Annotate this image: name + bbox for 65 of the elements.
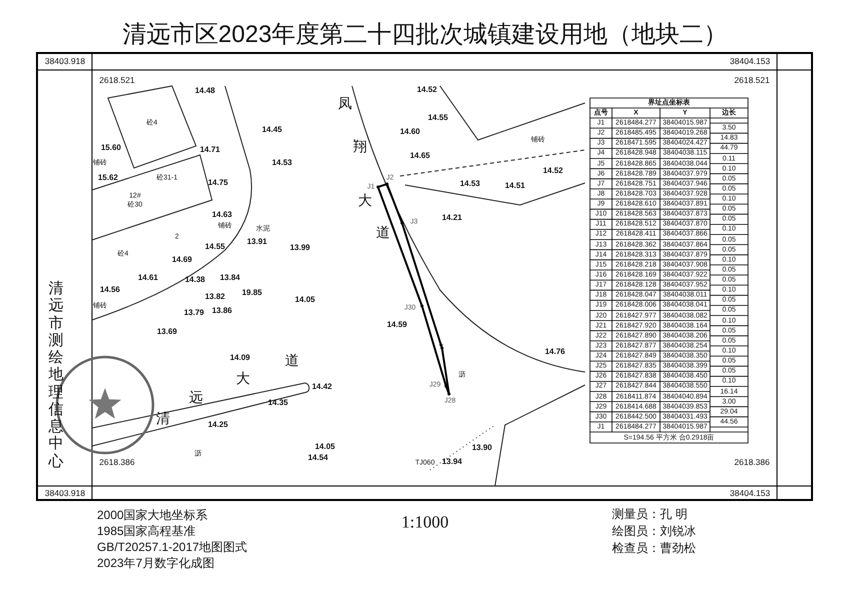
elevation-label: 19.85 (242, 289, 262, 297)
road-name-character: 大 (236, 371, 250, 385)
coordinate-label: 38403.918 (44, 488, 86, 498)
map-note: 1985国家高程基准 (97, 525, 196, 537)
elevation-label: 14.56 (100, 286, 120, 294)
elevation-label: 14.69 (172, 256, 192, 264)
elevation-label: 14.54 (308, 454, 328, 462)
elevation-label: 13.90 (472, 444, 492, 452)
elevation-label: 14.76 (544, 348, 566, 356)
elevation-label: 14.42 (312, 383, 332, 391)
elevation-label: 15.62 (98, 174, 118, 182)
road-name-character: 凤 (338, 96, 352, 110)
road-name-character: 翔 (353, 139, 367, 153)
staff-credit: 绘图员：刘锐冰 (612, 525, 696, 537)
scale-label: 1:1000 (401, 514, 449, 530)
elevation-label: 13.69 (156, 328, 178, 336)
coordinate-label: 2618.386 (99, 458, 135, 466)
elevation-label: 14.71 (200, 146, 220, 154)
elevation-label: 14.53 (272, 159, 292, 167)
elevation-label: 14.53 (460, 180, 480, 188)
elevation-label: 14.45 (262, 126, 282, 134)
coordinate-label: 2618.521 (99, 76, 135, 84)
staff-credit: 测量员：孔 明 (612, 508, 688, 520)
elevation-label: 14.35 (268, 399, 288, 407)
elevation-label: 14.51 (504, 182, 526, 190)
elevation-label: 14.61 (138, 274, 158, 282)
elevation-label: 14.60 (400, 128, 420, 136)
elevation-label: 14.05 (294, 296, 316, 304)
elevation-label: 13.84 (220, 274, 240, 282)
road-name-character: 道 (376, 225, 390, 239)
elevation-label: 15.60 (100, 144, 122, 152)
elevation-label: 14.21 (442, 214, 462, 222)
coordinate-label: 38403.918 (44, 56, 86, 66)
elevation-label: 13.94 (442, 458, 462, 466)
staff-credit: 检查员：曹劲松 (612, 542, 696, 554)
coordinate-label: 38404.153 (730, 488, 770, 498)
elevation-label: 14.52 (542, 167, 564, 175)
elevation-label: 14.59 (386, 321, 408, 329)
elevation-label: 14.38 (184, 276, 206, 284)
elevation-label: 14.55 (428, 114, 448, 122)
coordinate-label: 38404.153 (730, 56, 770, 66)
elevation-label: 14.25 (208, 421, 228, 429)
elevation-label: 13.79 (184, 309, 204, 317)
elevation-label: 14.55 (204, 243, 226, 251)
elevation-label: 13.91 (246, 238, 268, 246)
elevation-label: 14.63 (212, 211, 232, 219)
elevation-label: 13.99 (290, 244, 310, 252)
road-name-character: 大 (358, 193, 372, 207)
road-name-character: 清 (156, 411, 170, 425)
elevation-label: 14.52 (416, 86, 438, 94)
map-note: 2000国家大地坐标系 (97, 509, 208, 521)
map-note: 2023年7月数字化成图 (97, 557, 214, 569)
elevation-label: 14.48 (194, 87, 216, 95)
map-title: 清远市区2023年度第二十四批次城镇建设用地（地块二） (122, 23, 728, 47)
elevation-label: 14.75 (208, 179, 228, 187)
elevation-label: 14.05 (314, 443, 336, 451)
map-note: GB/T20257.1-2017地图图式 (97, 541, 248, 553)
coordinate-label: 2618.521 (734, 76, 770, 84)
elevation-label: 13.86 (212, 307, 232, 315)
road-name-character: 道 (285, 353, 299, 367)
coordinate-label: 2618.386 (734, 458, 770, 466)
elevation-label: 14.09 (230, 354, 250, 362)
road-name-character: 远 (189, 390, 203, 404)
elevation-label: 13.82 (204, 293, 226, 301)
elevation-label: 14.65 (410, 152, 430, 160)
